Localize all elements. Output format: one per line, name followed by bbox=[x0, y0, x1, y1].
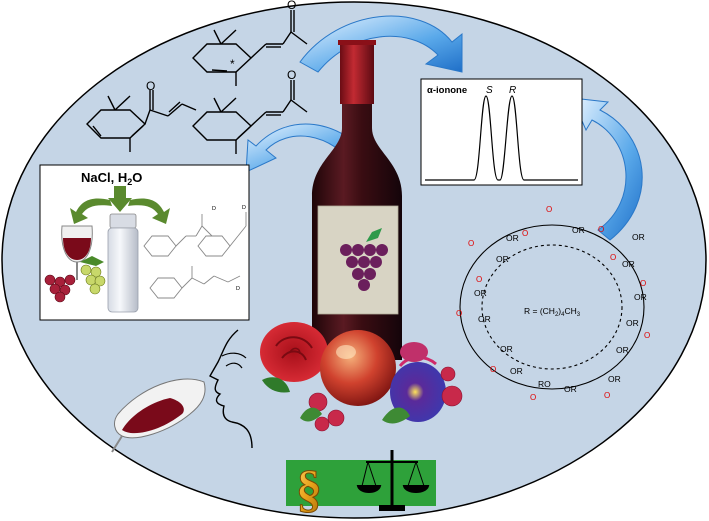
reagents-label: NaCl, H2O bbox=[81, 170, 142, 187]
paragraph-symbol: § bbox=[296, 461, 322, 518]
chromatogram-panel bbox=[420, 78, 583, 186]
grape-icon bbox=[340, 228, 388, 291]
svg-text:OR: OR bbox=[608, 374, 621, 384]
svg-text:O: O bbox=[640, 279, 646, 288]
svg-text:O: O bbox=[644, 331, 650, 340]
svg-text:O: O bbox=[476, 275, 482, 284]
svg-text:OR: OR bbox=[632, 232, 645, 242]
svg-text:O: O bbox=[456, 309, 462, 318]
svg-text:O: O bbox=[546, 205, 552, 214]
deuterated-ionone-2 bbox=[197, 212, 247, 257]
curved-arrow-left bbox=[70, 198, 112, 224]
cyclodextrin-or-labels: OR OR OR OR OR OR OR OR OR OR OR OR OR O… bbox=[474, 225, 647, 394]
svg-text:OR: OR bbox=[506, 233, 519, 243]
svg-text:OR: OR bbox=[616, 345, 629, 355]
cyclodextrin-ring bbox=[459, 224, 645, 390]
wine-bottle bbox=[312, 40, 402, 360]
damascenone-structure bbox=[86, 90, 197, 152]
chromatogram-compound-label: α-ionone bbox=[427, 85, 467, 96]
grapes-red-small bbox=[44, 274, 76, 303]
svg-text:OR: OR bbox=[634, 292, 647, 302]
svg-text:O: O bbox=[468, 239, 474, 248]
svg-text:OR: OR bbox=[510, 366, 523, 376]
stereocenter-star: * bbox=[230, 57, 235, 71]
svg-text:O: O bbox=[530, 393, 536, 402]
grapes-green-small bbox=[80, 256, 106, 295]
svg-text:OR: OR bbox=[622, 259, 635, 269]
curved-arrow-right bbox=[128, 198, 170, 224]
down-arrow-center bbox=[108, 186, 132, 212]
svg-text:O: O bbox=[604, 391, 610, 400]
deuterium-label-2: D bbox=[242, 205, 246, 211]
deuterium-label-3: D bbox=[236, 286, 240, 292]
svg-text:OR: OR bbox=[626, 318, 639, 328]
deuterated-ionone-1 bbox=[143, 214, 213, 257]
svg-text:OR: OR bbox=[478, 314, 491, 324]
chromatogram-trace bbox=[425, 95, 578, 181]
apple-highlight bbox=[336, 345, 356, 359]
beta-ionone-structure bbox=[192, 80, 308, 154]
eyebrow bbox=[221, 352, 247, 359]
cyclodextrin-ring-oxygens: O O O O O O O O O O O O bbox=[456, 205, 650, 402]
r-group-definition: R = (CH2)4CH3 bbox=[524, 306, 581, 318]
rose bbox=[260, 322, 328, 393]
bottle-label bbox=[317, 205, 399, 315]
face-profile bbox=[209, 329, 253, 449]
apple bbox=[320, 330, 396, 406]
svg-text:O: O bbox=[610, 253, 616, 262]
svg-text:OR: OR bbox=[572, 225, 585, 235]
svg-text:OR: OR bbox=[496, 254, 509, 264]
law-sign bbox=[286, 460, 436, 506]
alpha-ionone-carbonyl-o: O bbox=[287, 0, 296, 12]
beta-ionone-carbonyl-o: O bbox=[287, 68, 296, 82]
svg-text:OR: OR bbox=[500, 344, 513, 354]
alpha-ionone-structure bbox=[192, 10, 308, 86]
eye bbox=[225, 362, 243, 369]
deuterated-damascenone bbox=[149, 266, 241, 299]
wine-glass-small bbox=[61, 225, 93, 280]
scales-of-justice-icon bbox=[356, 450, 430, 511]
cyclodextrin-ro-label: RO bbox=[538, 379, 551, 389]
deuterium-label-1: D bbox=[212, 206, 216, 212]
svg-text:O: O bbox=[490, 365, 496, 374]
arrow-to-extraction bbox=[245, 123, 373, 173]
leaves bbox=[300, 407, 410, 424]
petunia bbox=[390, 342, 446, 422]
damascenone-carbonyl-o: O bbox=[146, 79, 155, 93]
arrow-from-cyclodextrin bbox=[571, 97, 643, 241]
sample-vial bbox=[107, 213, 139, 313]
svg-text:OR: OR bbox=[474, 288, 487, 298]
svg-text:OR: OR bbox=[564, 384, 577, 394]
raspberries bbox=[308, 366, 463, 432]
wine-glass-tilted bbox=[111, 378, 206, 453]
peak-label-r: R bbox=[509, 85, 516, 96]
svg-text:O: O bbox=[598, 225, 604, 234]
peak-label-s: S bbox=[486, 85, 493, 96]
svg-text:O: O bbox=[522, 229, 528, 238]
